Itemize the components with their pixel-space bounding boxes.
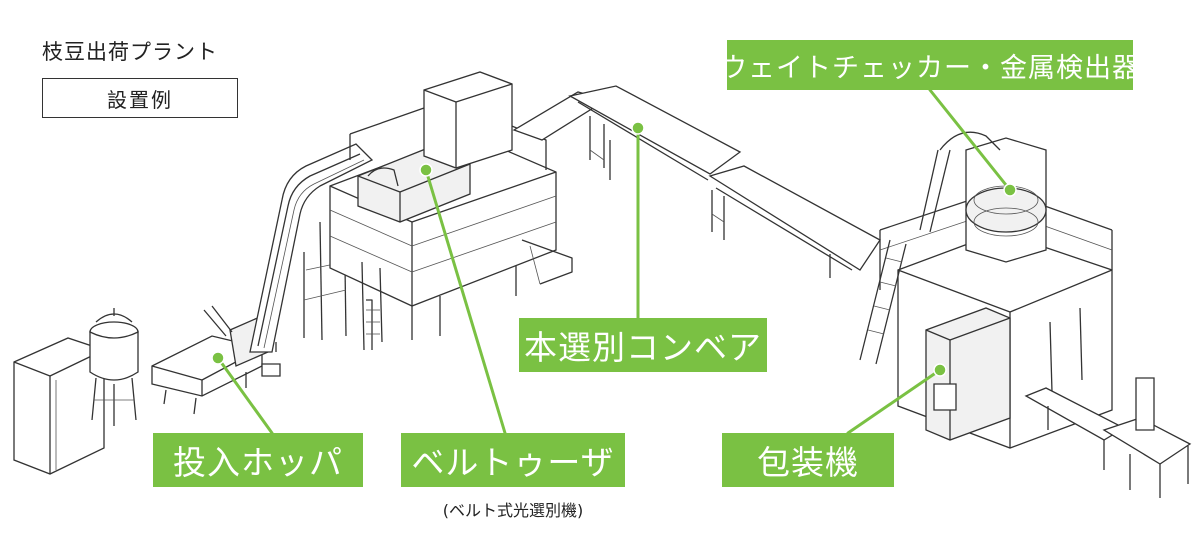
label-main-conveyor: 本選別コンベア — [519, 318, 767, 372]
leader-dot-hopper — [212, 352, 224, 364]
label-hopper: 投入ホッパ — [153, 433, 363, 487]
leader-weight-checker — [930, 90, 1010, 190]
hopper-unit — [152, 306, 280, 414]
leader-lines — [212, 90, 1016, 433]
main-sorting-conveyor — [514, 86, 880, 278]
packaging-machine — [860, 132, 1190, 498]
layout-example-box: 設置例 — [42, 78, 238, 118]
water-tank — [90, 308, 138, 426]
leader-packaging — [848, 370, 940, 433]
leader-hopper — [218, 358, 272, 433]
label-packaging-machine: 包装機 — [722, 433, 894, 487]
leader-dot-main-conveyor — [632, 122, 644, 134]
belt-sorter-note: (ベルト式光選別機) — [442, 501, 584, 520]
plant-title: 枝豆出荷プラント — [42, 40, 218, 64]
leader-dot-weight-checker — [1004, 184, 1016, 196]
leader-dot-packaging — [934, 364, 946, 376]
label-belt-sorter: ベルトゥーザ — [401, 433, 625, 487]
label-weight-checker: ウェイトチェッカー・金属検出器 — [720, 40, 1139, 90]
leader-dot-belt-sorter — [420, 164, 432, 176]
leader-belt-sorter — [426, 170, 505, 433]
control-cabinet — [14, 338, 104, 474]
sorter-platform — [330, 72, 572, 350]
